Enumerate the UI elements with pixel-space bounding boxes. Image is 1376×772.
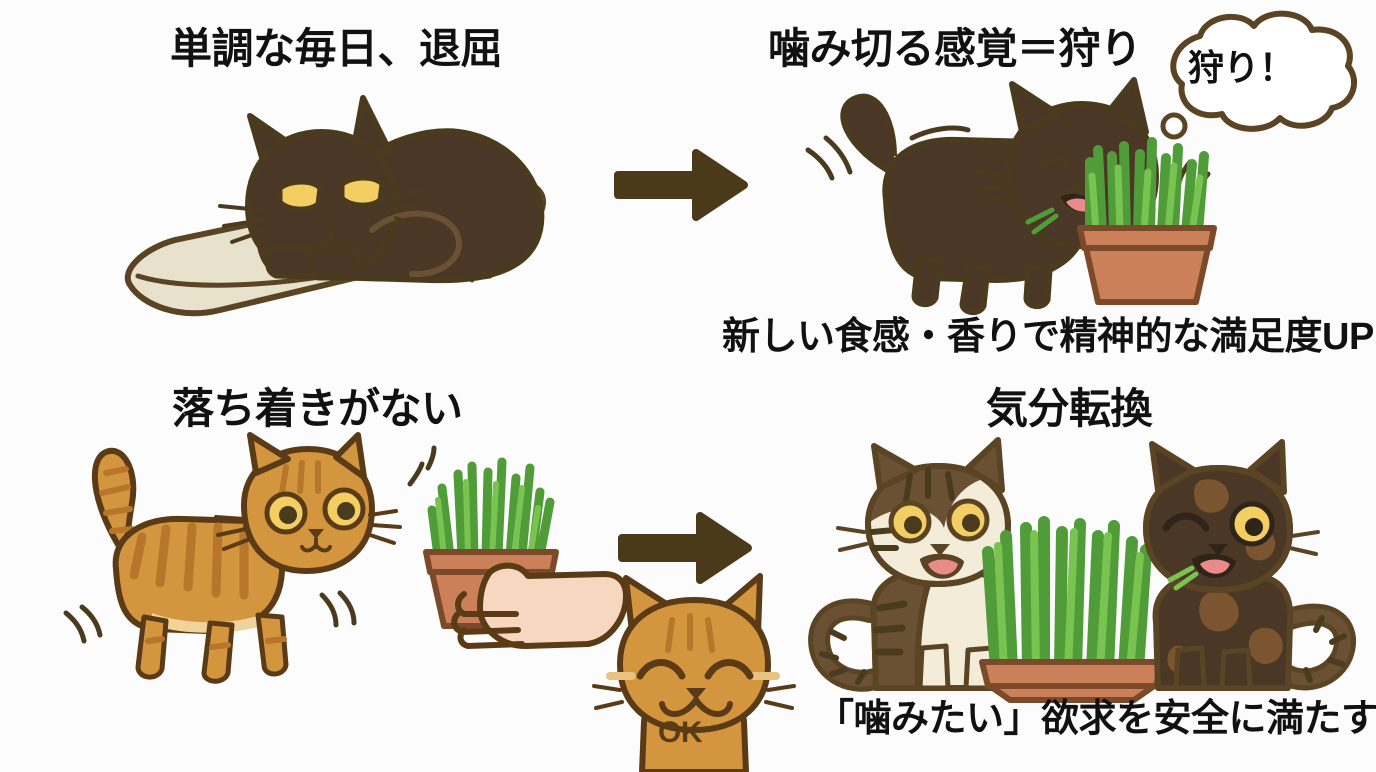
hand-offering-grass-pot [404,444,634,664]
caption-bottom-right: 気分転換 [986,385,1153,432]
motion-lines-icon [63,590,357,644]
mascot-ok-label: OK [658,716,703,749]
scene-cat-biting-grass [790,77,1220,320]
caption-top-right: 噛み切る感覚＝狩り [768,25,1142,72]
hand-icon [451,562,629,650]
thought-bubble-text: 狩り！ [1188,47,1295,88]
scene-restless-orange-cat [60,432,440,685]
dark-tortie-cat-icon [1142,439,1357,691]
cat-grass-pot-icon [1077,137,1217,305]
subcaption-bottom-right: 「噛みたい」欲求を安全に満たす [816,698,1376,740]
scene-bored-cat-on-cushion [100,80,570,340]
sparkle-icon [407,445,437,487]
scene-two-cats-eating-grass [808,432,1360,703]
cat-grass-pot-icon [979,516,1165,703]
bored-cat-icon [218,95,545,284]
caption-bottom-left: 落ち着きがない [172,385,463,432]
arrow-top [610,145,750,225]
arrow-bottom [614,508,754,588]
tabby-white-cat-icon [808,437,1016,692]
subcaption-top-right: 新しい食感・香りで精神的な満足度UP [722,316,1374,358]
caption-top-left: 単調な毎日、退屈 [170,25,503,72]
mascot-ok-cat: OK [592,572,802,772]
thought-bubble: 狩り！ [1148,8,1368,140]
